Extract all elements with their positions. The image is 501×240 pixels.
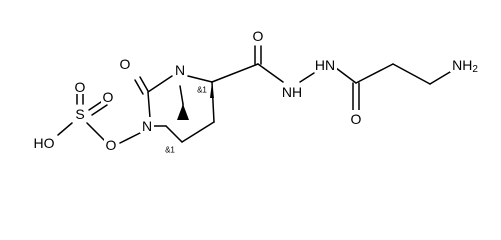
- bond-chain-3: [429, 71, 451, 85]
- wedge-c2: [210, 82, 214, 98]
- bond-n1-c2: [187, 75, 213, 83]
- molecule-structure: O N N O S O O HO O NH HN O NH2 &1 &1: [32, 28, 480, 155]
- atom-s: S: [75, 106, 84, 122]
- bond-amide-c-nh: [257, 63, 284, 83]
- bond-s-o-right-b: [91, 104, 108, 116]
- bond-hn-c: [335, 67, 357, 84]
- atom-n-bridge: N: [175, 62, 185, 78]
- atom-o-hydrazide: O: [351, 111, 362, 127]
- atom-nh2: NH2: [452, 57, 478, 75]
- atom-o-carbonyl-ring: O: [120, 56, 131, 72]
- bond-o-s: [86, 122, 105, 141]
- atom-nh-1: NH: [282, 84, 302, 100]
- atom-labels: O N N O S O O HO O NH HN O NH2: [32, 28, 480, 153]
- bond-c2-amide-c: [211, 63, 259, 83]
- bond-nh-hn: [299, 72, 315, 83]
- stereo-labels: &1 &1: [165, 86, 207, 155]
- atom-hn-2: HN: [315, 57, 335, 73]
- atom-o-s-top: O: [75, 79, 86, 95]
- stereo-label-c5: &1: [165, 146, 175, 155]
- bond-c4-c5: [165, 125, 183, 143]
- atom-o-s-right: O: [103, 89, 114, 105]
- bond-chain-2: [392, 63, 431, 85]
- wedge-c5: [177, 104, 189, 120]
- bond-c7-n1: [147, 75, 173, 93]
- atom-o-n-oxy: O: [106, 137, 117, 153]
- atom-n-ring: N: [142, 118, 152, 134]
- bond-s-ho: [57, 122, 73, 136]
- bond-c7-o-double-b: [134, 79, 144, 95]
- bond-n6-o: [119, 132, 141, 144]
- atom-ho: HO: [34, 135, 55, 151]
- stereo-label-c2: &1: [197, 86, 207, 95]
- bond-n1-bridge: [179, 85, 184, 105]
- atom-o-amide: O: [253, 28, 264, 44]
- bond-c3-c4: [181, 121, 215, 143]
- bond-c7-o-double-a: [139, 76, 149, 92]
- stereo-wedges: [177, 82, 214, 120]
- bond-c7-n6: [147, 91, 151, 119]
- bond-chain-1: [355, 63, 394, 84]
- bond-lines: [57, 45, 451, 144]
